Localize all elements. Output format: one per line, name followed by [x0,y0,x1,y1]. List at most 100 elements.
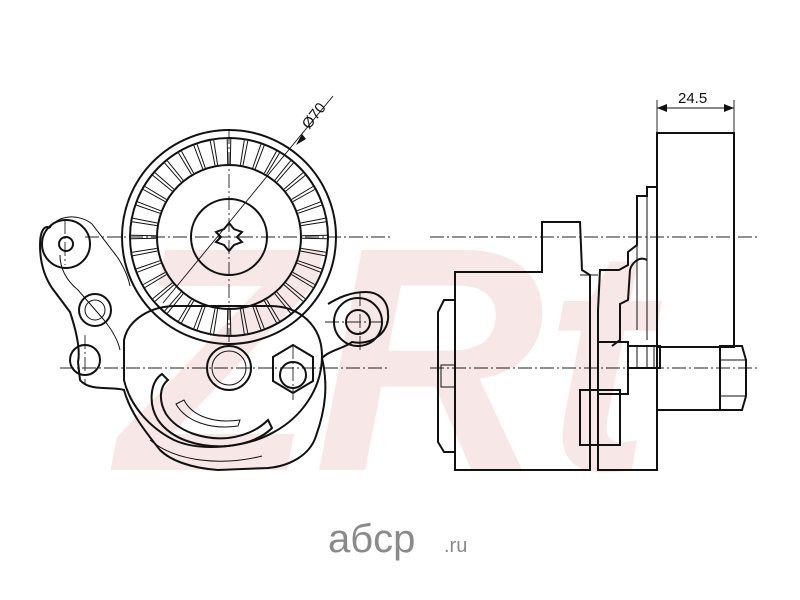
logo-text: aбcp [328,517,415,561]
bracket-top-edge [49,216,131,287]
pulley-rib [283,284,304,302]
pulley-rib [301,237,328,240]
pulley-rib [137,201,162,212]
bracket-outline [38,226,390,472]
pulley-rib [254,145,265,170]
zrt-watermark: ZRt [108,180,665,538]
pulley-rib [181,300,195,323]
lower-left-mount-hole [69,344,101,376]
diameter-dimension-label: Ø70 [299,100,330,133]
pulley-rib [178,152,192,175]
pulley-outer-rim [121,129,337,345]
front-view: Ø70 [38,95,390,472]
side-pulley-block [656,132,735,348]
pulley-rib [144,186,167,200]
pulley-rib [226,138,229,165]
middle-left-mount-hole [78,293,112,327]
upper-left-mount-hole [41,219,91,269]
pulley-rib [252,144,262,169]
pulley-rib [292,271,315,285]
pulley-rib [167,293,184,314]
pulley-rib [276,291,294,312]
pulley-rib [263,151,277,174]
side-shaft-lines [636,346,655,368]
pulley-rib [136,204,161,214]
side-stepped-web [611,257,648,347]
pulley-rib [213,140,219,165]
pulley-rib [144,274,167,288]
pulley-rib [291,186,314,200]
pulley-rib [181,151,195,174]
logo-suffix: .ru [444,535,467,557]
pulley-rib [152,175,173,192]
pulley-rib [254,304,265,329]
pulley-rib [276,162,294,183]
pulley-rib [263,300,277,323]
torx-socket [214,221,244,253]
right-mount-boss [333,297,383,347]
tensioner-arm-body [123,305,324,448]
pulley-rib [274,293,291,314]
pulley-rib [164,162,182,183]
side-left-flange [437,299,455,453]
pulley-rib [178,299,192,322]
pulley-rib [285,175,306,192]
side-rear-plate [454,221,591,471]
side-lower-housing [579,389,621,446]
pulley-rib [132,250,158,257]
pulley-rib [229,138,232,165]
side-view: 24.5 [430,90,760,471]
pulley-rib [274,160,291,181]
side-shaft-collar [627,345,661,369]
pulley-rib [239,309,245,334]
side-rear-plate-edge [541,222,598,276]
pulley-rib [143,271,166,285]
pulley-rib [226,309,229,336]
pulley-rib [154,284,175,302]
pulley-rib [292,189,315,203]
pulley-inner-rim [129,137,329,337]
side-bolt-shank [657,346,720,411]
pivot-hole [206,345,252,391]
pulley-rib [193,145,204,170]
pulley-rib [291,274,314,288]
pulley-rib [301,247,326,253]
side-hex-nut-faces [720,359,746,397]
pulley-rib [130,234,157,237]
idler-pulley [121,129,337,345]
pulley-ribs [130,138,328,336]
pulley-rib [167,160,184,181]
pulley-rib [239,140,245,165]
pulley-rib [152,282,173,299]
pulley-hub [190,198,268,276]
diameter-dimension-line [162,95,334,304]
pulley-rib [209,308,216,334]
pulley-rib [252,305,262,330]
pulley-rib [213,309,219,334]
pulley-rib [283,172,304,190]
pulley-rib [130,237,157,240]
pulley-rib [132,247,157,253]
pulley-rib [143,189,166,203]
side-left-stud [440,364,456,388]
arm-slot [150,372,274,448]
hex-bolt [272,343,314,395]
pulley-rib [242,140,249,166]
pulley-rib [296,262,321,273]
pulley-spoke-ring [156,164,302,310]
pulley-rib [136,260,161,270]
width-arrow-left [657,104,667,112]
pulley-rib [300,250,326,257]
pulley-rib [242,308,249,334]
pulley-rib [132,221,157,227]
pulley-rib [193,304,204,329]
pulley-rib [285,282,306,299]
arm-lower-arc [149,439,263,462]
watermark-text: ZRt [108,180,665,538]
side-hex-nut [719,345,747,411]
width-arrow-right [724,104,734,112]
pulley-rib [296,201,321,212]
pulley-rib [132,217,158,224]
pulley-rib [164,291,182,312]
